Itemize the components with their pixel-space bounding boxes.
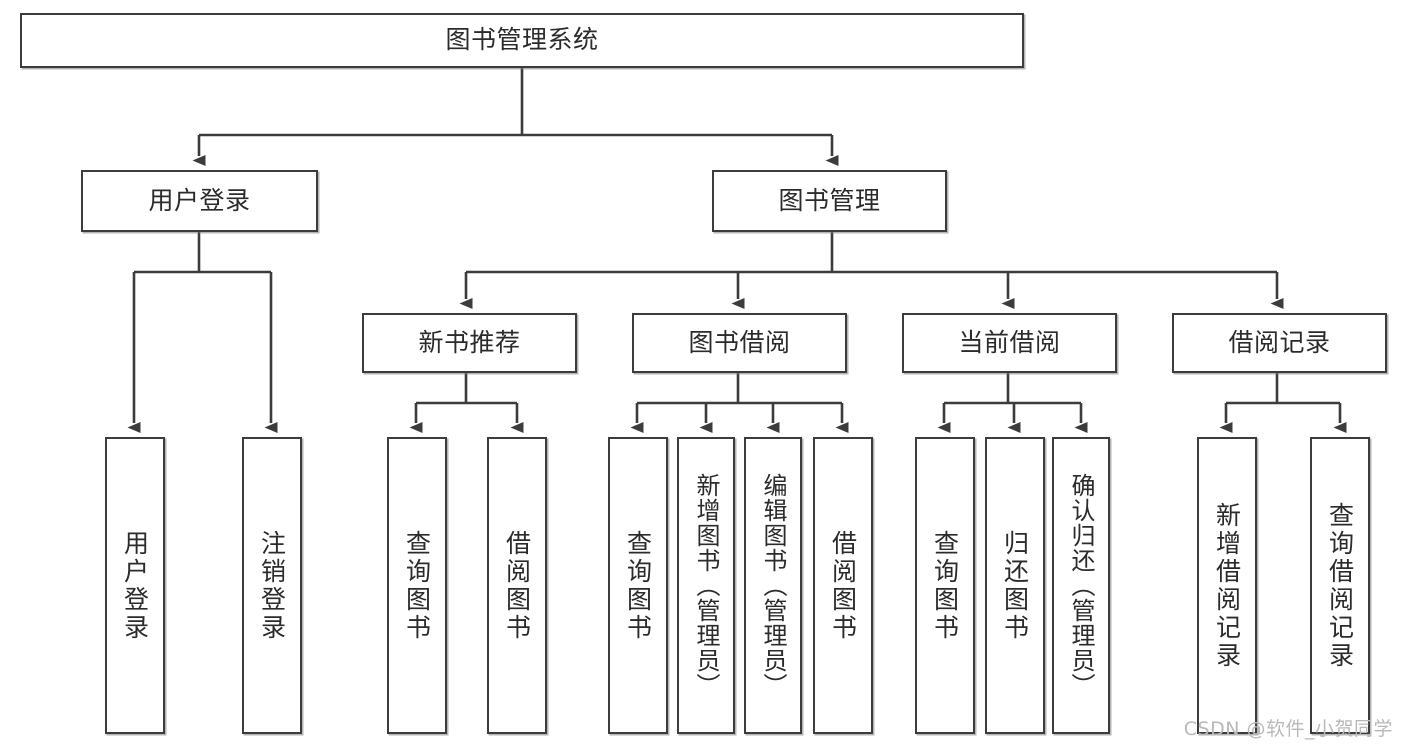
node-leaf-return-book[interactable]: 归还图书 bbox=[985, 437, 1045, 734]
node-leaf-add-record[interactable]: 新增借阅记录 bbox=[1197, 437, 1257, 734]
node-label: 用户登录 bbox=[148, 185, 251, 215]
node-leaf-query-book-cur[interactable]: 查询图书 bbox=[915, 437, 975, 734]
node-label: 归还图书 bbox=[1000, 529, 1030, 642]
node-label: 用户登录 bbox=[120, 529, 150, 642]
node-new-book-rec[interactable]: 新书推荐 bbox=[362, 313, 577, 373]
node-label: 新增图书（管理员） bbox=[692, 473, 720, 698]
node-label: 借阅记录 bbox=[1228, 327, 1331, 357]
csdn-watermark: CSDN @软件_小贺同学 bbox=[1183, 718, 1393, 740]
node-label: 借阅图书 bbox=[828, 529, 858, 642]
node-label: 当前借阅 bbox=[958, 327, 1061, 357]
node-label: 查询借阅记录 bbox=[1325, 501, 1355, 670]
node-leaf-confirm-return[interactable]: 确认归还（管理员） bbox=[1052, 437, 1110, 734]
node-leaf-add-book[interactable]: 新增图书（管理员） bbox=[677, 437, 735, 734]
node-label: 图书管理系统 bbox=[445, 25, 599, 55]
node-book-manage[interactable]: 图书管理 bbox=[712, 170, 947, 232]
node-leaf-query-book-borrow[interactable]: 查询图书 bbox=[608, 437, 668, 734]
node-label: 编辑图书（管理员） bbox=[759, 473, 787, 698]
node-leaf-borrow-book-rec[interactable]: 借阅图书 bbox=[487, 437, 547, 734]
node-label: 借阅图书 bbox=[502, 529, 532, 642]
node-label: 图书管理 bbox=[778, 185, 881, 215]
node-current-borrow[interactable]: 当前借阅 bbox=[902, 313, 1117, 373]
node-leaf-borrow-book[interactable]: 借阅图书 bbox=[813, 437, 873, 734]
node-label: 注销登录 bbox=[257, 529, 287, 642]
node-label: 查询图书 bbox=[402, 529, 432, 642]
node-leaf-edit-book[interactable]: 编辑图书（管理员） bbox=[744, 437, 802, 734]
node-label: 确认归还（管理员） bbox=[1067, 473, 1095, 698]
node-book-borrow[interactable]: 图书借阅 bbox=[632, 313, 847, 373]
node-label: 查询图书 bbox=[930, 529, 960, 642]
node-user-login[interactable]: 用户登录 bbox=[81, 170, 318, 232]
node-label: 查询图书 bbox=[623, 529, 653, 642]
node-label: 新增借阅记录 bbox=[1212, 501, 1242, 670]
node-leaf-logout[interactable]: 注销登录 bbox=[242, 437, 302, 734]
node-borrow-record[interactable]: 借阅记录 bbox=[1172, 313, 1387, 373]
node-leaf-query-book-rec[interactable]: 查询图书 bbox=[387, 437, 447, 734]
node-label: 图书借阅 bbox=[688, 327, 791, 357]
node-leaf-user-login[interactable]: 用户登录 bbox=[105, 437, 165, 734]
node-leaf-query-record[interactable]: 查询借阅记录 bbox=[1310, 437, 1370, 734]
node-label: 新书推荐 bbox=[418, 327, 521, 357]
node-root[interactable]: 图书管理系统 bbox=[20, 13, 1024, 68]
